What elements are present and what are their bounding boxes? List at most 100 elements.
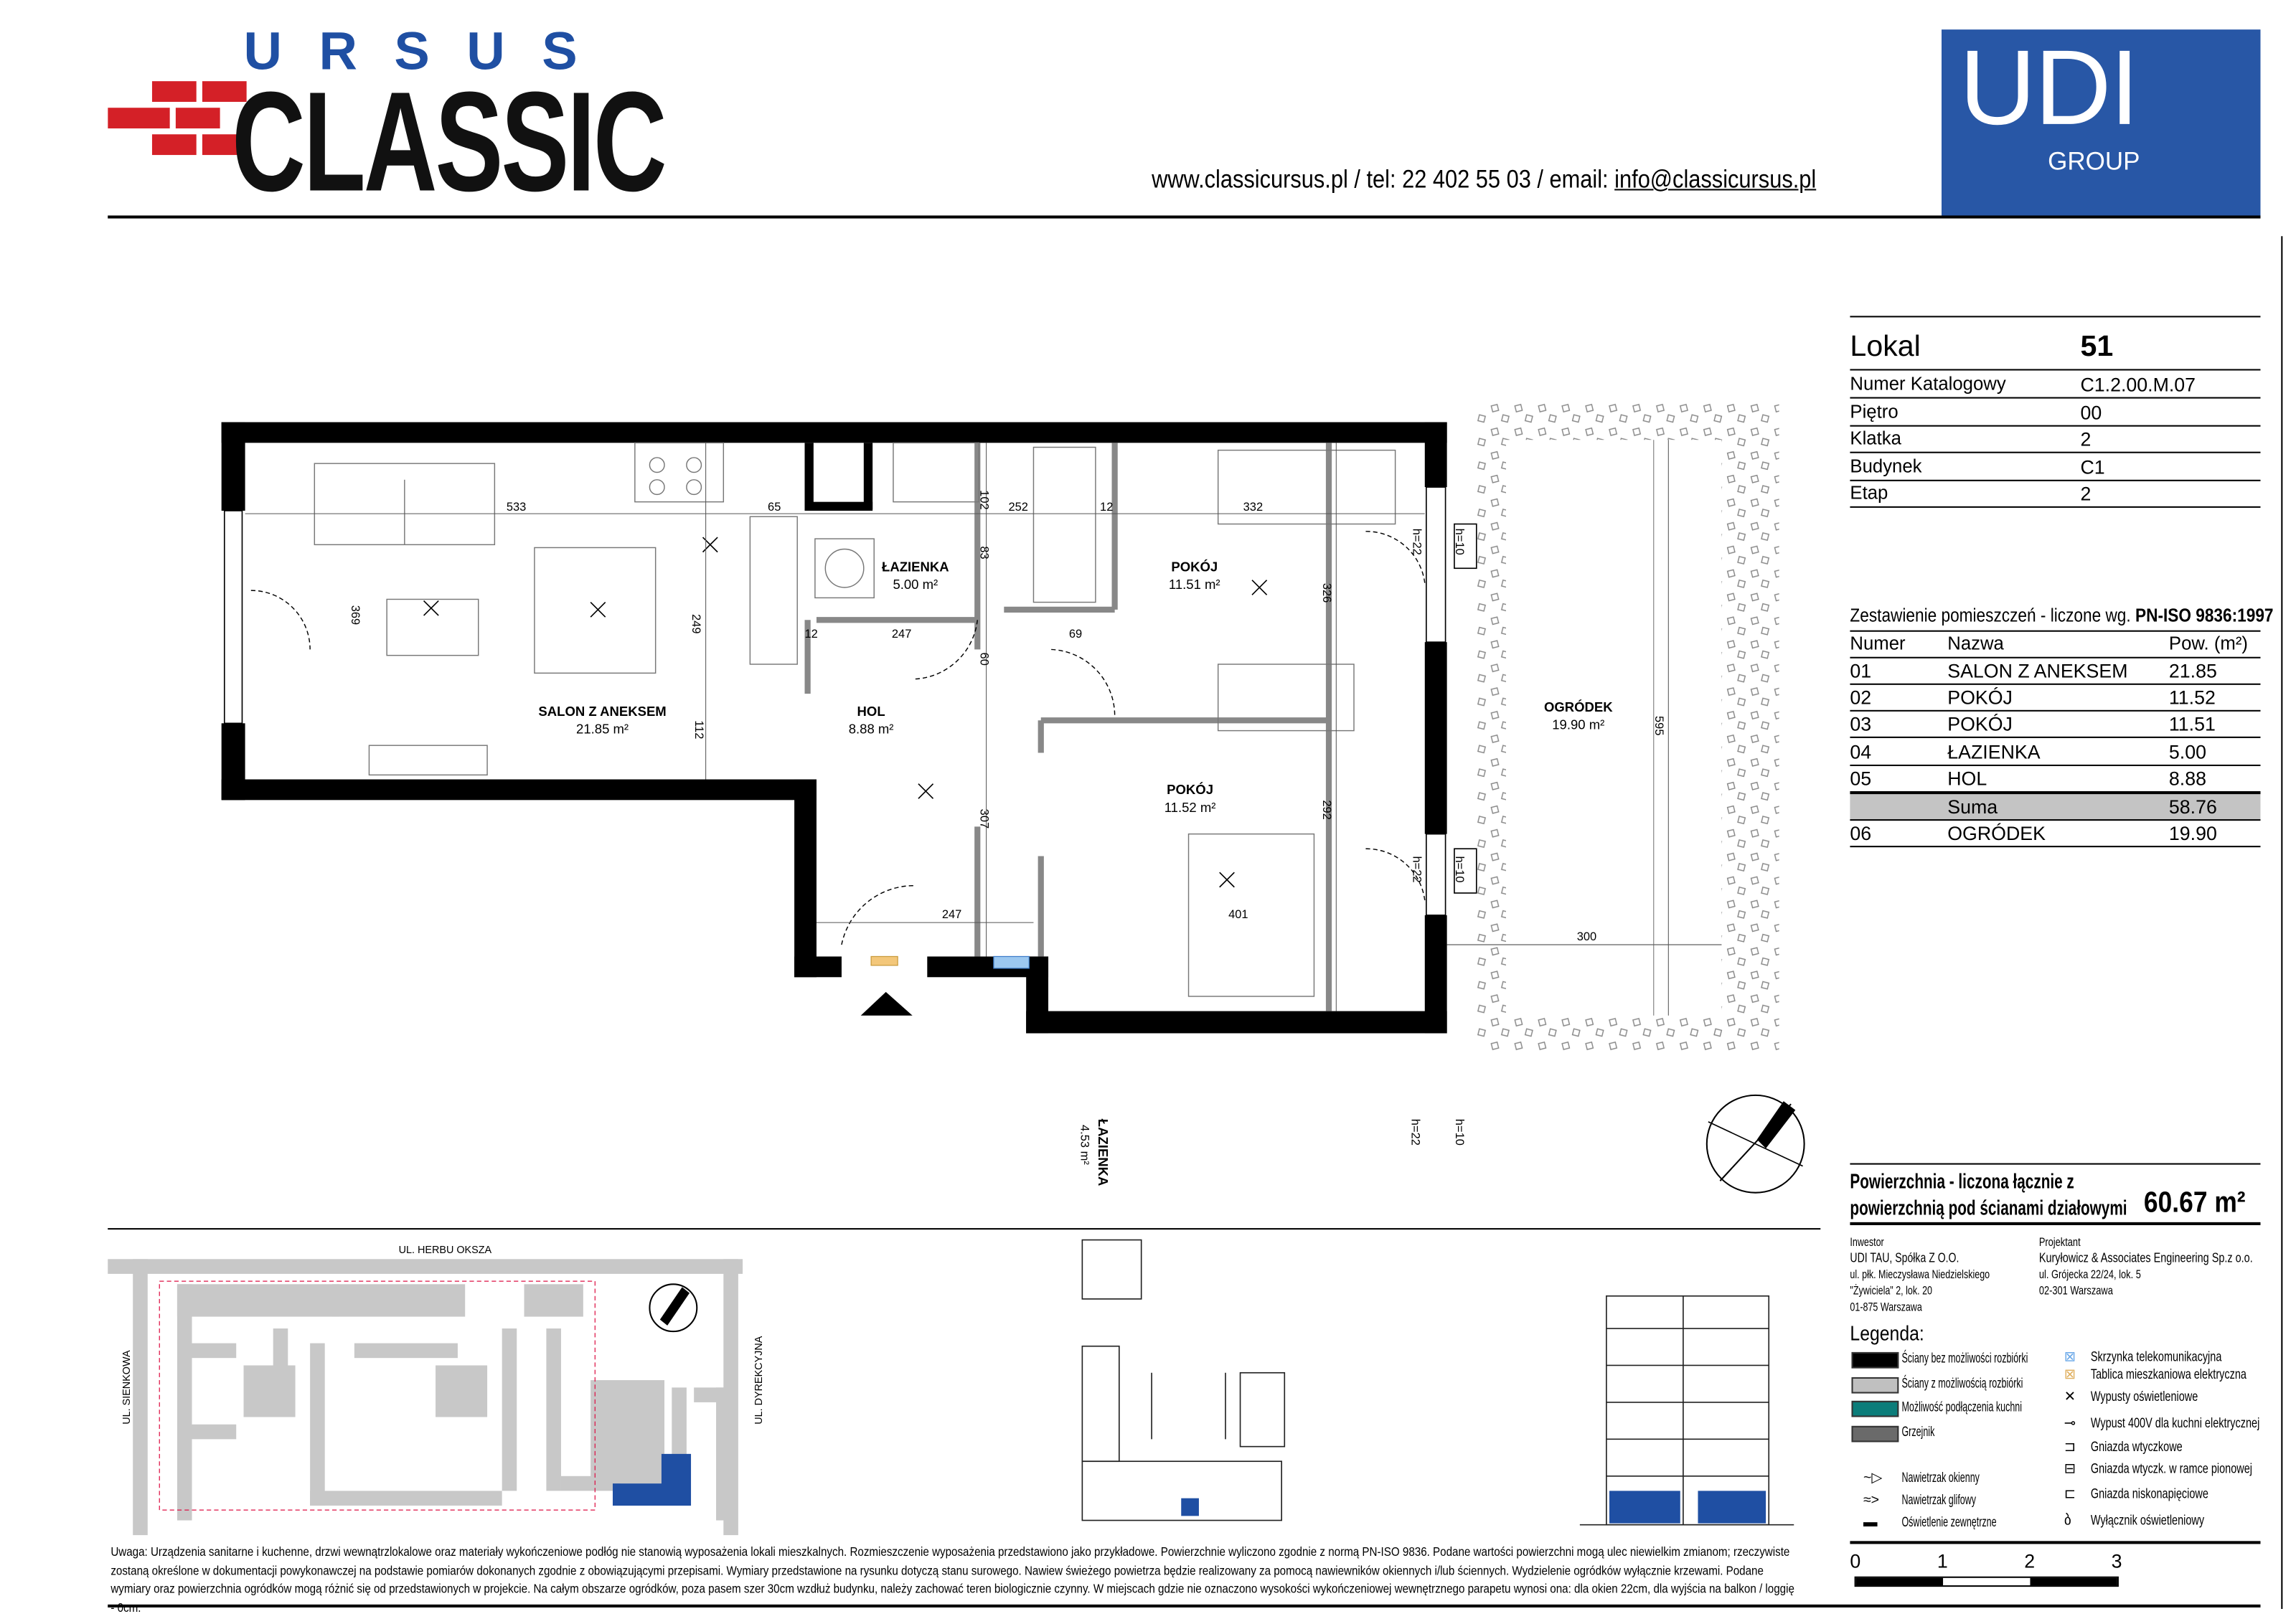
building-key-plans	[1081, 1239, 1286, 1521]
dim-label: 249	[690, 614, 702, 633]
legend-label: Ściany bez możliwości rozbiórki	[1901, 1350, 2028, 1367]
email-link[interactable]: info@classicursus.pl	[1614, 165, 1817, 194]
room-name: POKÓJ	[1947, 713, 2013, 736]
electrical-panel-icon	[870, 955, 898, 966]
brick-icon	[108, 81, 247, 156]
total-bottom-rule	[1850, 1222, 2261, 1225]
legend-swatch	[1851, 1351, 1899, 1369]
unit-info-row: Numer Katalogowy C1.2.00.M.07	[1850, 372, 2261, 399]
dim-label: 300	[1577, 930, 1596, 943]
garden-area: 19.90	[2168, 822, 2217, 845]
unit-info-value: C1.2.00.M.07	[2080, 373, 2196, 396]
telecom-box-icon: ⊠	[2064, 1349, 2076, 1366]
sum-label: Suma	[1947, 796, 1998, 818]
room-num: 01	[1850, 659, 1872, 682]
rooms-table-header: Numer Nazwa Pow. (m²)	[1850, 632, 2261, 658]
lokal-label: Lokal	[1850, 330, 1921, 364]
dim-label: 112	[692, 720, 705, 739]
legend-label: Nawietrzak okienny	[1901, 1470, 1980, 1487]
scale-label: 1	[1937, 1549, 1948, 1572]
room-name: POKÓJ	[1947, 686, 2013, 709]
dim-label: 292	[1320, 800, 1333, 819]
room-area: 5.00	[2168, 740, 2206, 763]
dim-label: 307	[977, 809, 990, 828]
rooms-table-title-text: Zestawienie pomieszczeń - liczone wg.	[1850, 605, 2135, 626]
lokal-row: Lokal 51	[1850, 328, 2261, 371]
legend-label: Gniazda wtyczkowe	[2090, 1439, 2183, 1455]
dim-label: 326	[1320, 583, 1333, 603]
light-outlet-icon: ✕	[2064, 1389, 2076, 1406]
street-left-label: UL. SIENKOWA	[121, 1350, 133, 1425]
dim-label: 2	[819, 501, 826, 514]
scale-label: 0	[1850, 1549, 1861, 1572]
lower-lazienka-area: 4.53 m²	[1078, 1125, 1091, 1165]
room-lazienka-name: ŁAZIENKA	[882, 559, 949, 574]
dim-label: 247	[942, 908, 961, 921]
unit-info-value: 2	[2080, 482, 2092, 505]
partition-walls	[804, 443, 1332, 1011]
lokal-value: 51	[2080, 330, 2114, 364]
legend-label: Ściany z możliwością rozbiórki	[1901, 1374, 2023, 1392]
outdoor-light-icon: ▬	[1863, 1514, 1878, 1531]
telecom-box-icon	[993, 955, 1030, 969]
dim-label: 83	[977, 546, 990, 559]
dim-label: 65	[768, 501, 781, 514]
dim-label: 12	[1100, 501, 1113, 514]
designer-block: Projektant Kuryłowicz & Associates Engin…	[2039, 1234, 2253, 1299]
unit-highlight-elevation-2	[1698, 1491, 1766, 1524]
dim-label: h=10	[1453, 856, 1466, 883]
site-plan: UL. HERBU OKSZA UL. SIENKOWA UL. DYREKCY…	[108, 1245, 765, 1536]
dim-label: 369	[349, 605, 362, 625]
right-frame	[2281, 236, 2283, 1610]
unit-info-value: 00	[2080, 400, 2102, 423]
designer-line: Kuryłowicz & Associates Engineering Sp.z…	[2038, 1250, 2253, 1265]
notes-bottom-rule	[108, 1604, 2261, 1607]
room-pokoj-1-area: 11.51 m²	[1169, 577, 1220, 592]
room-area: 11.51	[2168, 713, 2216, 736]
unit-info-label: Etap	[1850, 482, 1888, 504]
lower-h10: h=10	[1453, 1119, 1466, 1146]
unit-info-row: Piętro 00	[1850, 400, 2261, 426]
garden-num: 06	[1850, 822, 1872, 845]
sum-row: Suma 58.76	[1850, 793, 2261, 821]
header-divider	[108, 215, 2261, 218]
logo-main-text: CLASSIC	[232, 63, 667, 222]
ursus-classic-logo: URSUS CLASSIC	[108, 20, 728, 222]
group-text: GROUP	[2048, 147, 2140, 176]
unit-info-label: Piętro	[1850, 400, 1899, 422]
logo-top-text: URSUS	[243, 20, 615, 82]
room-ogrodek-name: OGRÓDEK	[1544, 699, 1613, 714]
col-nazwa: Nazwa	[1947, 633, 2004, 654]
unit-info-row: Etap 2	[1850, 481, 2261, 508]
legend-label: Grzejnik	[1901, 1423, 1935, 1440]
unit-info-label: Numer Katalogowy	[1850, 373, 2006, 395]
legend-label: Możliwość podłączenia kuchni	[1901, 1399, 2023, 1416]
legend-bottom-rule	[1850, 1541, 2261, 1544]
bottom-section-rule	[108, 1228, 1821, 1230]
building-elevation	[1579, 1295, 1794, 1526]
dim-label: 595	[1652, 716, 1665, 735]
electrical-panel-icon: ⊠	[2064, 1366, 2076, 1384]
room-area: 21.85	[2168, 659, 2217, 682]
dim-label: h=10	[1453, 529, 1466, 555]
legend-title: Legenda:	[1850, 1321, 1924, 1345]
room-pokoj-2-area: 11.52 m²	[1165, 800, 1216, 815]
room-num: 05	[1850, 767, 1872, 790]
total-line-2: powierzchnią pod ścianami działowymi	[1850, 1195, 2127, 1219]
vertical-socket-icon: ⊟	[2064, 1461, 2076, 1478]
garden	[1446, 401, 1779, 1052]
designer-label: Projektant	[2038, 1235, 2081, 1249]
legend-swatch	[1851, 1425, 1899, 1442]
furniture	[314, 442, 1396, 997]
dim-label: 60	[977, 653, 990, 666]
scale-label: 2	[2024, 1549, 2036, 1572]
dim-label: h=22	[1410, 529, 1423, 555]
unit-info-value: C1	[2080, 455, 2105, 478]
dim-label: 60	[842, 501, 855, 514]
legend-label: Skrzynka telekomunikacyjna	[2090, 1349, 2222, 1366]
